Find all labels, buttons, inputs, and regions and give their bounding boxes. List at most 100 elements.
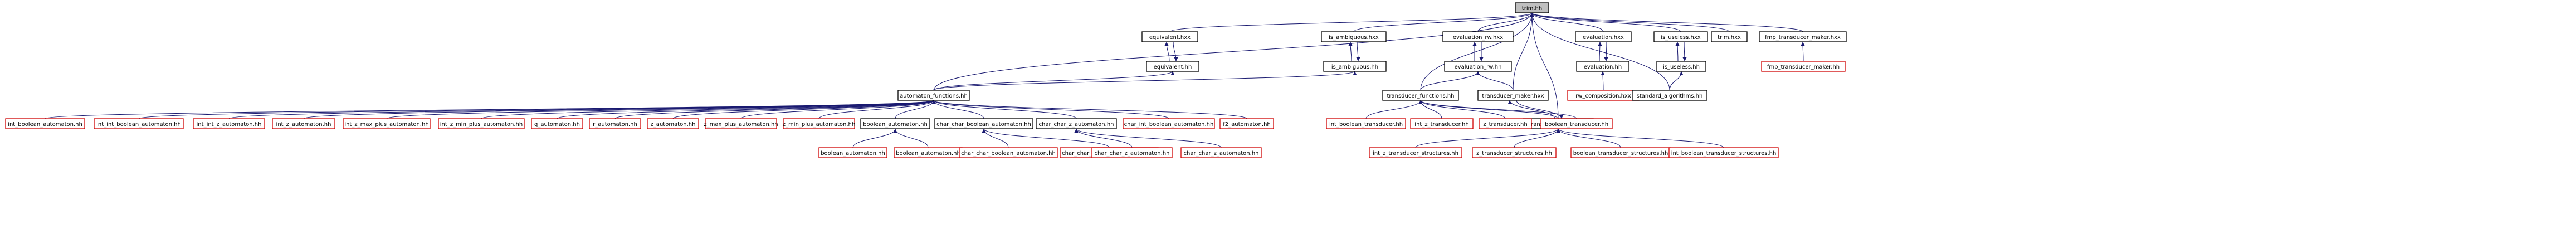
- node-boolean_automaton_hh_a[interactable]: boolean_automaton.hh: [860, 118, 930, 129]
- node-trim_hh[interactable]: trim.hh: [1515, 2, 1549, 13]
- node-char_char_z_automaton_hh_c[interactable]: char_char_z_automaton.hh: [1180, 147, 1262, 158]
- node-evaluation_hh[interactable]: evaluation.hh: [1576, 61, 1629, 72]
- node-z_automaton_hh[interactable]: z_automaton.hh: [647, 118, 699, 129]
- node-evaluation_rw_hh[interactable]: evaluation_rw.hh: [1444, 61, 1512, 72]
- node-int_boolean_automaton_hh[interactable]: int_boolean_automaton.hh: [5, 118, 85, 129]
- node-z_transducer_structures_hh[interactable]: z_transducer_structures.hh: [1472, 147, 1557, 158]
- edge-is_useless_hxx-to-trim_hh: [1530, 12, 1681, 32]
- node-box: [1759, 31, 1847, 42]
- edge-fmp_transducer_maker_hxx-to-trim_hh: [1530, 12, 1803, 32]
- node-boolean_transducer_structures_hh[interactable]: boolean_transducer_structures.hh: [1570, 147, 1671, 158]
- node-char_char_boolean_automaton_hh_b[interactable]: char_char_boolean_automaton.hh: [959, 147, 1058, 158]
- node-box: [1323, 61, 1387, 72]
- node-box: [1576, 61, 1629, 72]
- node-box: [589, 118, 641, 129]
- edge-equivalent_hh-to-equivalent_hxx: [1164, 41, 1170, 62]
- node-is_useless_hxx[interactable]: is_useless.hxx: [1653, 31, 1708, 42]
- node-label: int_z_min_plus_automaton.hh: [440, 122, 523, 128]
- edge-z_transducer_hh-to-transducer_functions_hh: [1418, 100, 1506, 119]
- node-boolean_automaton_hh_b[interactable]: boolean_automaton.hh: [818, 147, 887, 158]
- node-int_boolean_transducer_hh[interactable]: int_boolean_transducer.hh: [1326, 118, 1406, 129]
- node-char_int_boolean_automaton_hh[interactable]: char_int_boolean_automaton.hh: [1123, 118, 1215, 129]
- node-automaton_functions_hh[interactable]: automaton_functions.hh: [897, 90, 970, 101]
- node-transducer_maker_hxx[interactable]: transducer_maker.hxx: [1477, 90, 1549, 101]
- node-label: evaluation.hh: [1584, 64, 1622, 70]
- node-int_int_z_automaton_hh[interactable]: int_int_z_automaton.hh: [193, 118, 265, 129]
- node-label: z_transducer.hh: [1483, 122, 1527, 128]
- node-label: equivalent.hh: [1154, 64, 1192, 70]
- edge-int_z_max_plus_automaton_hh-to-automaton_functions_hh: [386, 100, 936, 119]
- node-evaluation_rw_hxx[interactable]: evaluation_rw.hxx: [1442, 31, 1514, 42]
- edge-int_z_min_plus_automaton_hh-to-automaton_functions_hh: [481, 100, 936, 119]
- node-fmp_transducer_maker_hxx[interactable]: fmp_transducer_maker.hxx: [1759, 31, 1847, 42]
- node-boolean_transducer_hh[interactable]: boolean_transducer.hh: [1540, 118, 1613, 129]
- node-fmp_transducer_maker_hh[interactable]: fmp_transducer_maker.hh: [1761, 61, 1846, 72]
- node-z_max_plus_automaton_hh[interactable]: z_max_plus_automaton.hh: [704, 118, 778, 129]
- edge-evaluation_hxx-to-trim_hh: [1530, 12, 1604, 32]
- node-int_z_max_plus_automaton_hh[interactable]: int_z_max_plus_automaton.hh: [343, 118, 431, 129]
- node-label: equivalent.hxx: [1149, 35, 1191, 41]
- edge-char_char_z_automaton_hh_a-to-automaton_functions_hh: [931, 100, 1077, 119]
- node-label: f2_automaton.hh: [1223, 122, 1271, 128]
- node-is_ambiguous_hh[interactable]: is_ambiguous.hh: [1323, 61, 1387, 72]
- node-label: char_int_boolean_automaton.hh: [1124, 122, 1214, 128]
- node-box: [1321, 31, 1387, 42]
- node-label: is_useless.hxx: [1661, 35, 1700, 41]
- node-box: [897, 90, 970, 101]
- node-label: trim.hh: [1522, 6, 1542, 12]
- node-box: [1219, 118, 1274, 129]
- node-char_char_z_automaton_hh_b[interactable]: char_char_z_automaton.hh: [1091, 147, 1173, 158]
- edge-equivalent_hxx-to-equivalent_hh: [1173, 41, 1178, 62]
- node-box: [1668, 147, 1779, 158]
- node-label: boolean_automaton.hh: [896, 150, 960, 157]
- node-box: [1369, 147, 1462, 158]
- node-box: [1180, 147, 1262, 158]
- edge-transducer_maker_hxx-to-trim_hh: [1513, 12, 1534, 91]
- node-label: is_ambiguous.hh: [1331, 64, 1378, 70]
- edge-is_ambiguous_hxx-to-trim_hh: [1353, 12, 1534, 32]
- edge-z_max_plus_automaton_hh-to-automaton_functions_hh: [740, 100, 936, 119]
- node-char_char_z_automaton_hh_a[interactable]: char_char_z_automaton.hh: [1036, 118, 1117, 129]
- node-int_z_min_plus_automaton_hh[interactable]: int_z_min_plus_automaton.hh: [438, 118, 525, 129]
- node-q_automaton_hh[interactable]: q_automaton.hh: [531, 118, 583, 129]
- node-char_char_boolean_automaton_hh_a[interactable]: char_char_boolean_automaton.hh: [934, 118, 1033, 129]
- edge-evaluation_hh-to-evaluation_hxx: [1598, 41, 1602, 62]
- node-int_z_transducer_structures_hh[interactable]: int_z_transducer_structures.hh: [1369, 147, 1462, 158]
- edge-transducer_maker_hh-to-transducer_maker_hxx: [1507, 100, 1555, 119]
- node-box: [1575, 31, 1632, 42]
- node-box: [1326, 118, 1406, 129]
- node-equivalent_hxx[interactable]: equivalent.hxx: [1141, 31, 1198, 42]
- node-is_ambiguous_hxx[interactable]: is_ambiguous.hxx: [1321, 31, 1387, 42]
- edge-z_min_plus_automaton_hh-to-automaton_functions_hh: [818, 100, 936, 119]
- node-z_min_plus_automaton_hh[interactable]: z_min_plus_automaton.hh: [783, 118, 855, 129]
- node-equivalent_hh[interactable]: equivalent.hh: [1146, 61, 1199, 72]
- edges-layer: [45, 12, 1805, 148]
- node-standard_algorithms_hh[interactable]: standard_algorithms.hh: [1632, 90, 1707, 101]
- node-int_int_boolean_automaton_hh[interactable]: int_int_boolean_automaton.hh: [94, 118, 184, 129]
- edge-int_boolean_transducer_hh-to-transducer_functions_hh: [1365, 100, 1423, 119]
- node-box: [1410, 118, 1474, 129]
- edge-standard_algorithms_hh-to-trim_hh: [1530, 12, 1670, 91]
- node-int_z_automaton_hh[interactable]: int_z_automaton.hh: [272, 118, 335, 129]
- node-int_z_transducer_hh[interactable]: int_z_transducer.hh: [1410, 118, 1474, 129]
- node-label: int_z_transducer_structures.hh: [1373, 150, 1458, 157]
- node-box: [860, 118, 930, 129]
- node-boolean_automaton_hh_c[interactable]: boolean_automaton.hh: [894, 147, 963, 158]
- node-box: [193, 118, 265, 129]
- node-f2_automaton_hh[interactable]: f2_automaton.hh: [1219, 118, 1274, 129]
- node-rw_composition_hxx[interactable]: rw_composition.hxx: [1567, 90, 1640, 101]
- node-r_automaton_hh[interactable]: r_automaton.hh: [589, 118, 641, 129]
- node-z_transducer_hh[interactable]: z_transducer.hh: [1479, 118, 1532, 129]
- node-label: z_min_plus_automaton.hh: [783, 122, 855, 128]
- node-label: int_boolean_transducer.hh: [1329, 122, 1403, 128]
- edge-char_char_boolean_automaton_hh_c-to-char_char_boolean_automaton_hh_a: [982, 128, 1110, 148]
- node-int_boolean_transducer_structures_hh[interactable]: int_boolean_transducer_structures.hh: [1668, 147, 1779, 158]
- node-box: [1479, 118, 1532, 129]
- node-transducer_functions_hh[interactable]: transducer_functions.hh: [1382, 90, 1459, 101]
- node-is_useless_hh[interactable]: is_useless.hh: [1656, 61, 1706, 72]
- node-evaluation_hxx[interactable]: evaluation.hxx: [1575, 31, 1632, 42]
- node-trim_hxx[interactable]: trim.hxx: [1711, 31, 1748, 42]
- node-box: [1711, 31, 1748, 42]
- edge-q_automaton_hh-to-automaton_functions_hh: [557, 100, 936, 119]
